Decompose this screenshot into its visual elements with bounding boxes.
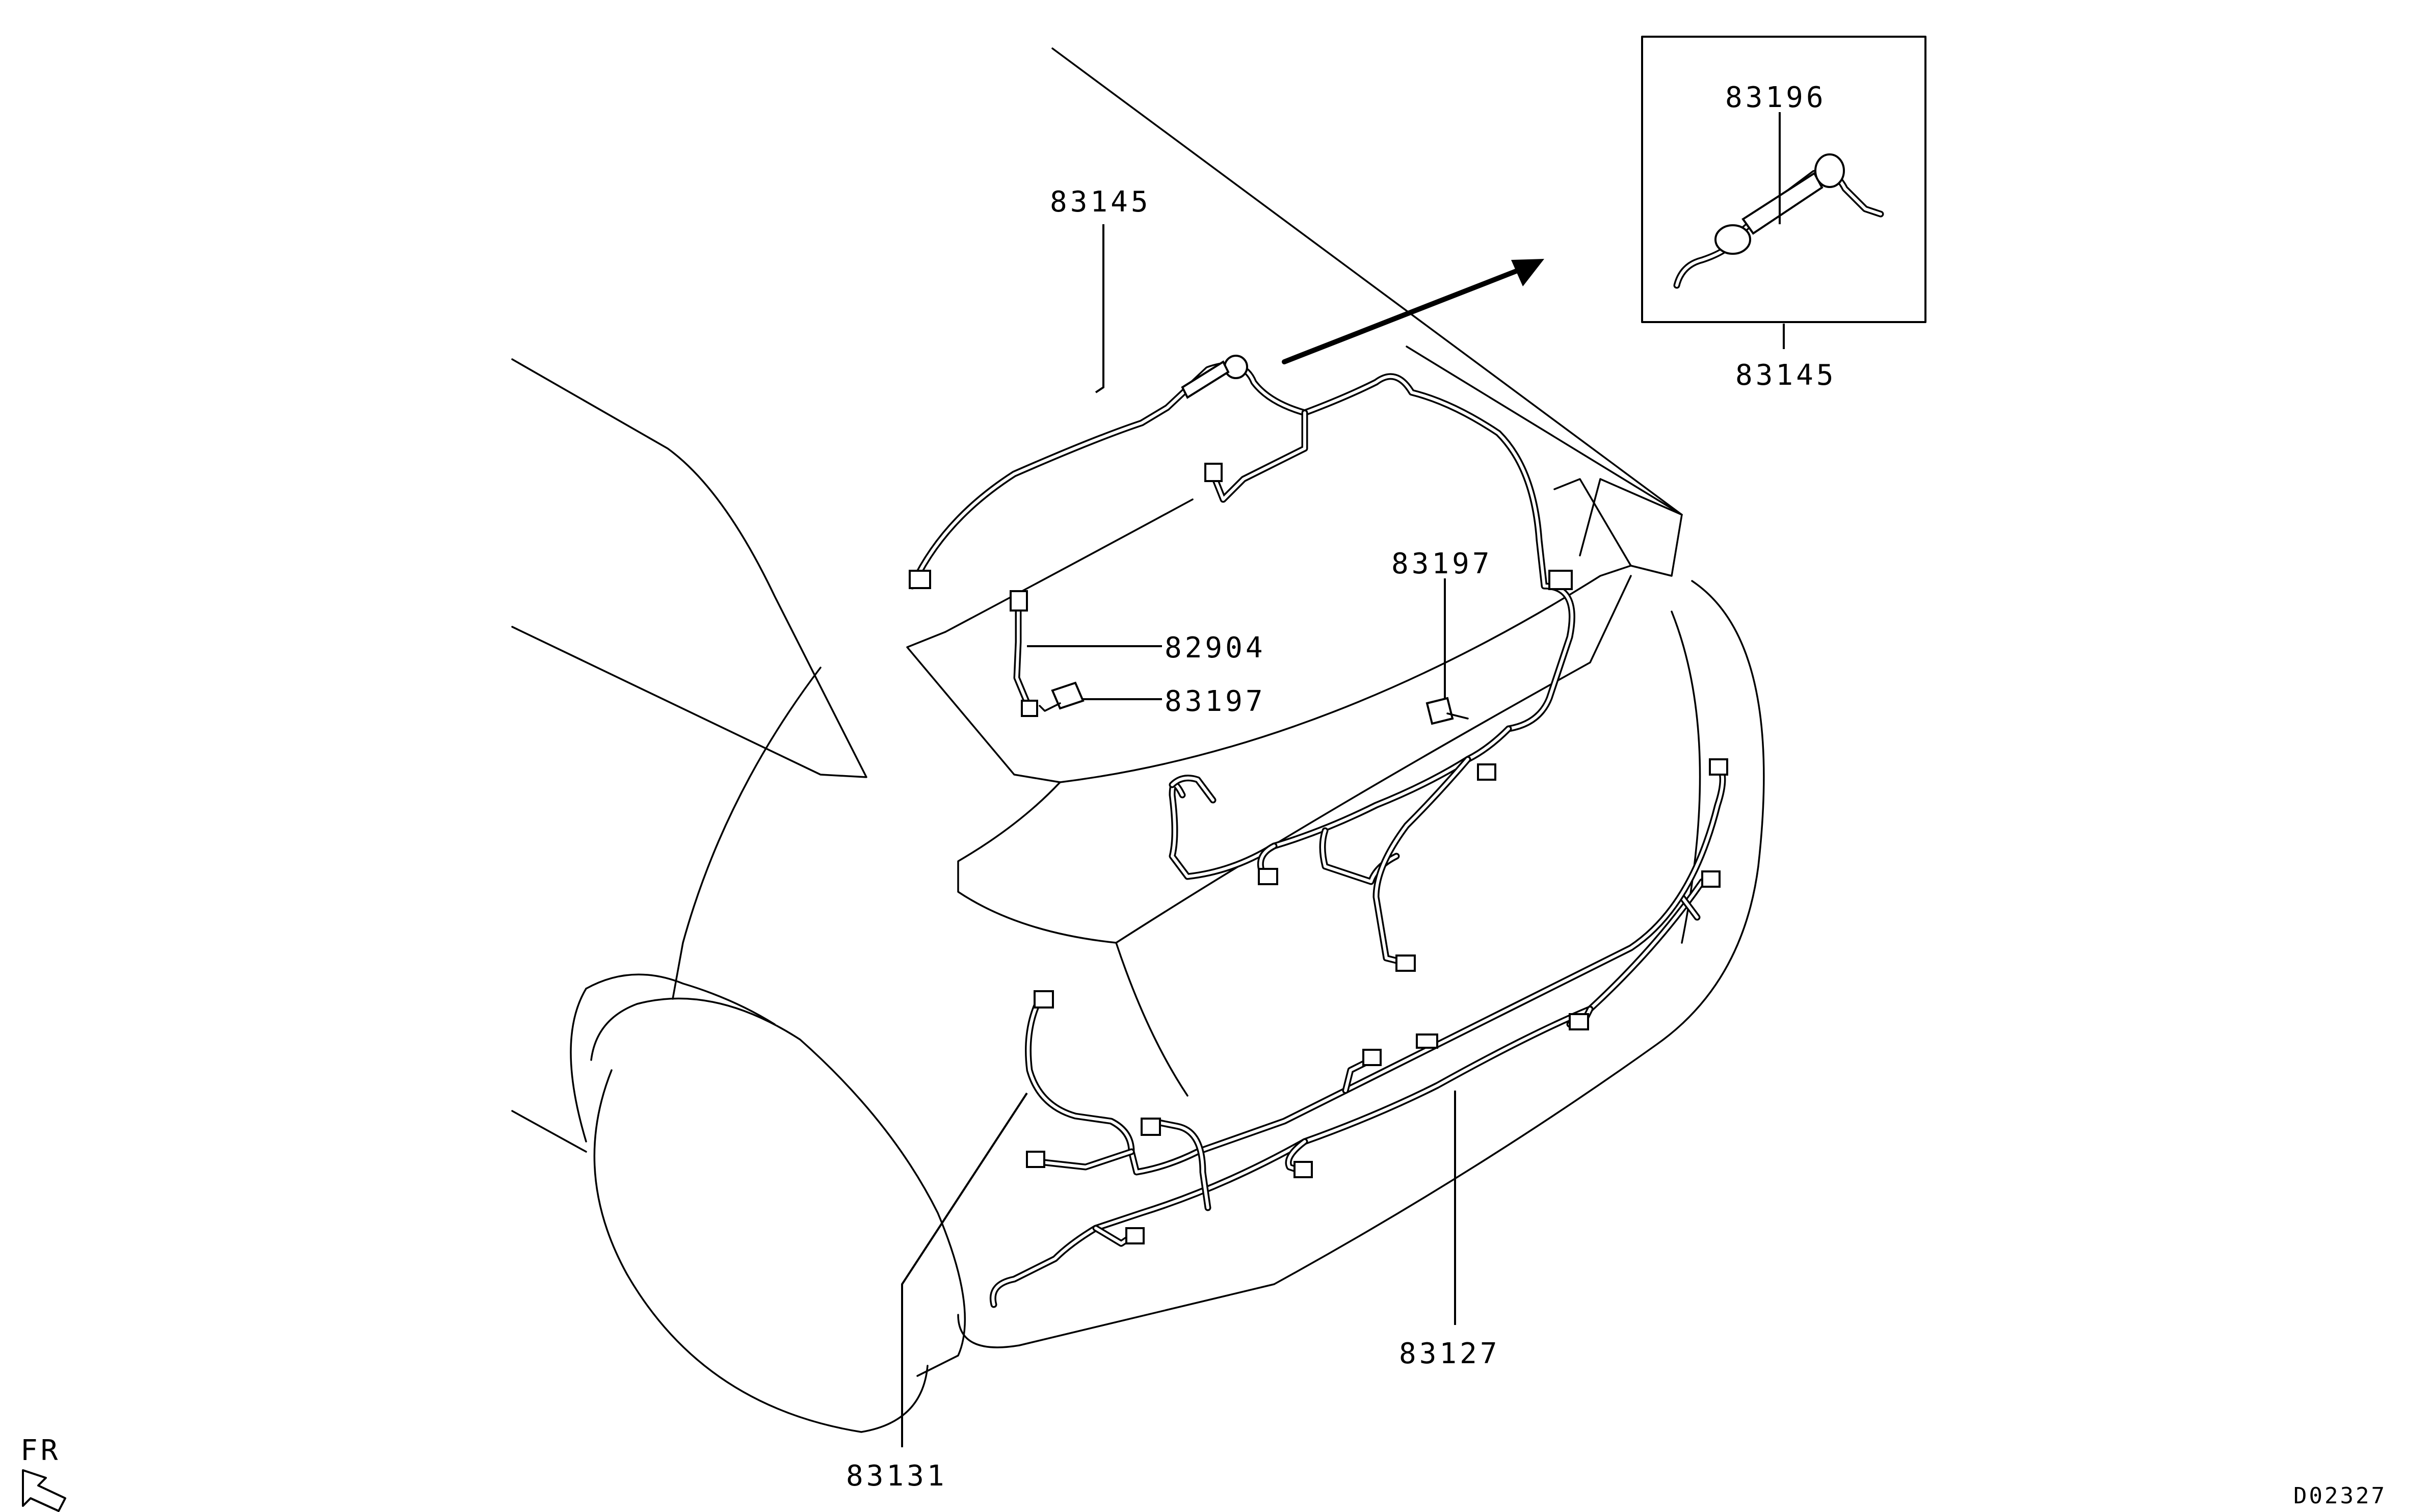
callout-83197-right: 83197	[1391, 547, 1493, 580]
detail-pointer-arrow-icon	[1282, 259, 1544, 364]
connector-icon	[1293, 1161, 1313, 1178]
grommet-icon	[1714, 224, 1751, 255]
connector-icon	[909, 570, 931, 589]
connector-icon	[1709, 758, 1728, 776]
vehicle-body-outline	[511, 47, 1765, 1433]
rear-tire	[593, 1069, 929, 1433]
direction-label: FR	[20, 1434, 61, 1467]
corrugated-tube-icon	[1181, 360, 1230, 399]
connector-icon	[1125, 1227, 1145, 1244]
clip-icon	[1425, 697, 1454, 725]
connector-icon	[1395, 954, 1416, 972]
callout-83196: 83196	[1725, 81, 1827, 114]
harness-82904	[1010, 590, 1038, 717]
harness-83131	[1025, 758, 1728, 1211]
clip-icon	[1548, 570, 1573, 590]
callout-83197-left: 83197	[1165, 685, 1266, 718]
connector-icon	[1141, 1118, 1161, 1136]
leader-lines	[901, 112, 1785, 1447]
detail-inset	[1641, 36, 1926, 323]
callout-83145-main: 83145	[1050, 185, 1151, 219]
grommet-icon	[1814, 153, 1845, 188]
connector-icon	[1204, 463, 1223, 482]
rear-bumper-outline	[957, 580, 1765, 1348]
lower-side-line	[511, 1110, 587, 1153]
hatch-side-line	[1115, 942, 1188, 1097]
hatch-harness-wire	[1169, 725, 1512, 880]
callout-82904: 82904	[1165, 631, 1266, 665]
connector-icon	[1569, 1013, 1589, 1030]
wheel-outer	[590, 997, 966, 1377]
side-pillar-line	[672, 667, 822, 1000]
callout-83145-inset: 83145	[1735, 359, 1837, 392]
connector-icon	[1701, 870, 1721, 888]
rear-glass-outline	[906, 478, 1632, 783]
front-direction-indicator: FR	[20, 1434, 66, 1512]
hatch-inner-harness	[1169, 725, 1512, 972]
grommet-icon	[1224, 355, 1248, 379]
connector-icon	[1416, 1033, 1438, 1049]
connector-icon	[1010, 590, 1028, 612]
detail-inset-frame	[1641, 36, 1926, 323]
clip-83197-left	[1039, 681, 1085, 712]
tire-arc-left	[570, 988, 587, 1143]
clip-83197-right	[1425, 697, 1469, 725]
connector-icon	[1021, 700, 1038, 717]
hatch-lower-panel	[957, 575, 1632, 944]
rear-glass-top	[944, 498, 1194, 633]
bumper-inner-line	[1671, 611, 1701, 944]
rear-spoiler	[1579, 478, 1683, 577]
connector-icon	[1034, 990, 1054, 1009]
connector-icon	[1026, 1151, 1045, 1168]
harness-83127	[989, 870, 1721, 1308]
wheel-arch	[585, 973, 776, 1025]
front-direction-arrow-icon	[22, 1469, 66, 1512]
callout-83127: 83127	[1399, 1337, 1500, 1370]
callout-83131: 83131	[846, 1460, 947, 1493]
clip-icon	[1051, 681, 1085, 710]
roof-front-line	[511, 358, 867, 778]
rear-window-top-edge	[1406, 346, 1683, 516]
connector-icon	[1258, 868, 1278, 885]
drawing-code: D02327	[2293, 1483, 2387, 1509]
corrugated-tube-icon	[1741, 172, 1824, 235]
harness-83145	[909, 355, 1575, 732]
connector-icon	[1477, 763, 1496, 781]
roof-line	[1051, 47, 1683, 516]
connector-icon	[1362, 1049, 1382, 1066]
